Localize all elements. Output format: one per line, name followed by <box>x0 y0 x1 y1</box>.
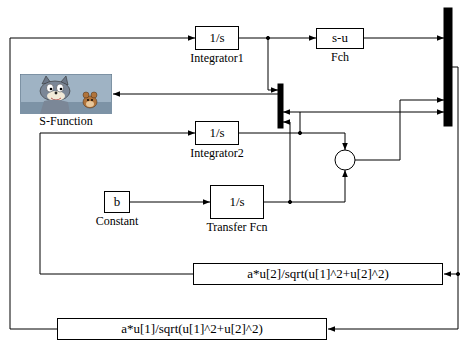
signal-connector <box>10 38 195 329</box>
signal-wire <box>239 133 345 150</box>
block-name: Integrator2 <box>189 147 244 160</box>
mux-bar <box>278 84 283 128</box>
branch-dot <box>298 131 301 134</box>
signal-wire <box>113 94 278 95</box>
cartoon-icon <box>20 74 112 114</box>
signal-wire <box>444 67 458 274</box>
signal-wire <box>283 122 290 202</box>
signal-wire <box>355 100 444 160</box>
fcn-block: a*u[2]/sqrt(u[1]^2+u[2]^2) <box>193 263 443 285</box>
branch-dot <box>288 200 291 203</box>
constant-block: bConstant <box>104 191 130 213</box>
integrator-block: 1/sIntegrator1 <box>195 26 239 50</box>
transfer-fcn-block: 1/sTransfer Fcn <box>210 185 264 219</box>
block-name: Fch <box>330 51 350 64</box>
block-text: a*u[1]/sqrt(u[1]^2+u[2]^2) <box>121 322 263 336</box>
signal-wire <box>364 38 444 39</box>
integrator-block: 1/sIntegrator2 <box>195 121 239 145</box>
fcn-block: a*u[1]/sqrt(u[1]^2+u[2]^2) <box>57 318 327 340</box>
block-name: S-Function <box>38 115 93 128</box>
block-text: s-u <box>332 31 348 45</box>
block-name: Transfer Fcn <box>205 221 268 234</box>
signal-wire <box>264 170 345 202</box>
branch-dot <box>456 272 459 275</box>
block-text: 1/s <box>209 126 224 140</box>
signal-connector <box>130 202 210 203</box>
block-text: 1/s <box>229 195 244 209</box>
block-text: 1/s <box>209 31 224 45</box>
mux-bar <box>444 8 452 126</box>
s-function-block: S-Function <box>20 74 112 114</box>
block-name: Integrator1 <box>189 52 244 65</box>
sum-block <box>335 150 355 170</box>
block-text: b <box>114 195 121 209</box>
signal-connector <box>239 38 316 39</box>
signal-wire <box>268 38 278 90</box>
block-name: Constant <box>95 215 140 228</box>
fcn-block: s-uFch <box>316 28 364 49</box>
signal-wire <box>300 112 444 113</box>
signal-connector <box>40 133 195 274</box>
block-text: a*u[2]/sqrt(u[1]^2+u[2]^2) <box>247 267 389 281</box>
